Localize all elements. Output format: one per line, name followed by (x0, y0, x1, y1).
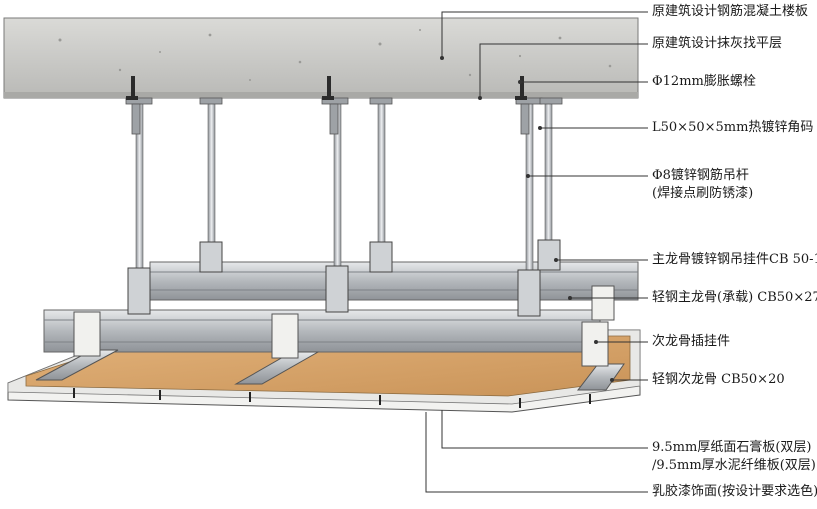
label-sub-keel: 轻钢次龙骨 CB50×20 (652, 372, 785, 387)
leader-lines (425, 11, 648, 493)
hanger-clips (127, 239, 561, 317)
anchor-bolts (126, 76, 527, 100)
leader-dots (440, 56, 614, 382)
label-rod-2: (焊接点刷防锈漆) (652, 186, 754, 201)
label-rod-1: Φ8镀锌钢筋吊杆 (652, 168, 749, 183)
concrete-slab (3, 17, 639, 99)
label-angle: L50×50×5mm热镀锌角码 (652, 120, 814, 135)
label-finish: 乳胶漆饰面(按设计要求选色) (652, 484, 817, 499)
main-keel-front (43, 309, 601, 353)
label-board-1: 9.5mm厚纸面石膏板(双层) (652, 440, 812, 455)
label-clip: 次龙骨插挂件 (652, 334, 731, 349)
angle-brackets (125, 97, 563, 135)
main-keel-back (149, 261, 639, 301)
label-slab: 原建筑设计钢筋混凝土楼板 (652, 4, 809, 19)
label-board-2: /9.5mm厚水泥纤维板(双层) (652, 458, 816, 473)
label-bolt: Φ12mm膨胀螺栓 (652, 74, 756, 89)
clip-plates (73, 285, 615, 367)
label-hanger: 主龙骨镀锌钢吊挂件CB 50-1 (652, 252, 817, 267)
sub-keels (35, 349, 625, 391)
label-plaster: 原建筑设计抹灰找平层 (652, 36, 783, 51)
label-main-keel: 轻钢主龙骨(承载) CB50×27 (652, 290, 817, 305)
